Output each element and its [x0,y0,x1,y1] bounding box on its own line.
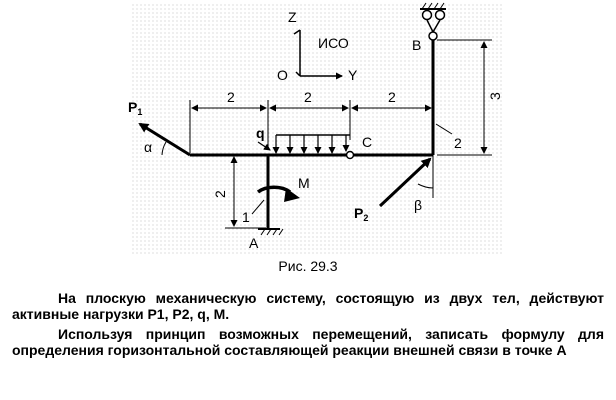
o-origin-label: O [277,67,288,83]
hinge-c [345,150,355,160]
support-b: B [412,2,446,53]
dim-top-right: 2 [388,89,396,105]
support-a: A [249,228,284,251]
figure-caption: Рис. 29.3 [278,258,338,274]
task-statement: Используя принцип возможных перемещений,… [12,326,604,358]
force-p2-subscript: 2 [363,213,368,223]
mechanical-system-diagram: Z O Y ИСО B C A [128,2,503,256]
iso-label: ИСО [318,35,349,51]
dimension-right: 3 2 [435,39,503,156]
point-c-label: C [362,134,372,150]
force-p2: P2 β [354,155,434,223]
distributed-load-q: q [256,125,350,154]
force-p1-subscript: 1 [137,107,142,117]
dimension-left: 2 [212,156,266,229]
angle-alpha-label: α [144,139,152,155]
angle-beta-label: β [414,197,422,213]
structure: C [190,40,435,228]
z-axis-label: Z [288,9,297,25]
moment-m-label: M [298,175,310,191]
load-q-label: q [256,125,265,141]
force-p1: P1 α [128,99,191,157]
dim-rod-right: 2 [454,135,462,151]
body-1: 1 [242,199,265,225]
problem-statement: На плоскую механическую систему, состоящ… [12,290,604,322]
force-p1-label: P1 [128,99,142,117]
moment-m: M [256,175,310,202]
dotted-background [130,4,502,256]
body-1-label: 1 [242,209,250,225]
dimensions-top: 2 2 2 [189,89,432,153]
point-b-label: B [412,37,421,53]
y-axis-label: Y [348,67,358,83]
force-p2-label: P2 [354,205,368,223]
problem-statement-text: На плоскую механическую систему, состоящ… [12,290,604,322]
force-p1-letter: P [128,99,137,115]
coordinate-frame: Z O Y ИСО [277,9,358,83]
point-a-label: A [249,235,259,251]
dim-top-left: 2 [227,89,235,105]
dim-left-vertical: 2 [212,190,228,198]
dim-right-vertical: 3 [487,92,503,100]
force-p2-letter: P [354,205,363,221]
problem-loads: P1, P2, q, M. [147,306,230,322]
dim-top-middle: 2 [304,89,312,105]
